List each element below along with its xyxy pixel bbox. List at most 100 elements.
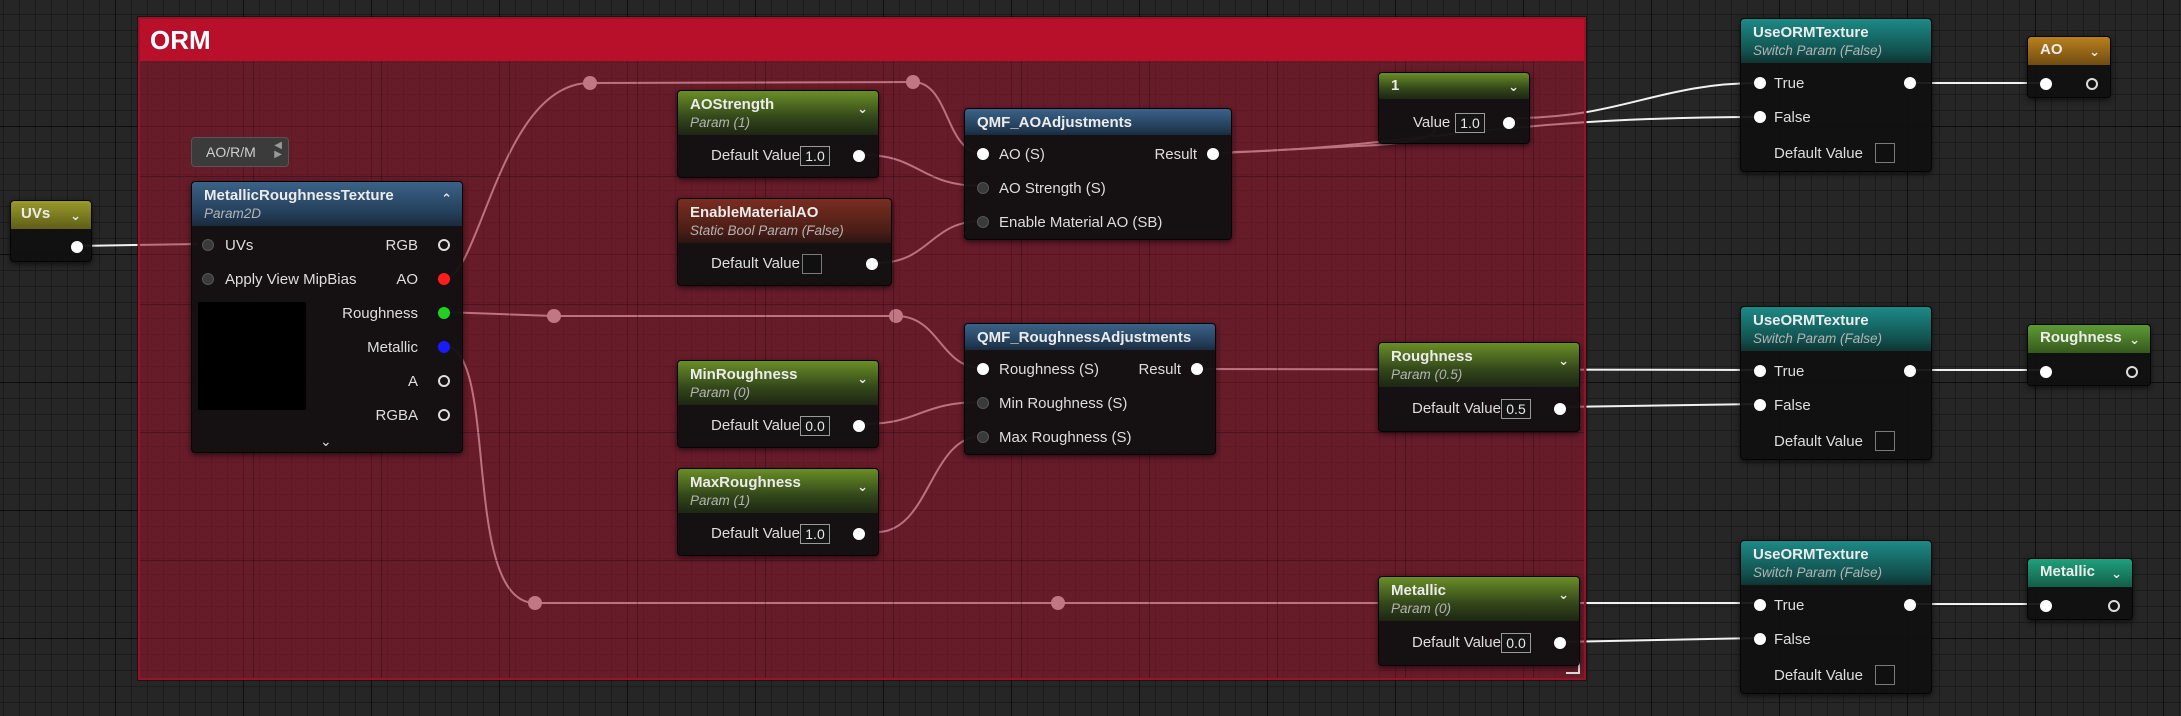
rough-adjust-input-pin[interactable]	[977, 397, 989, 409]
enable-ao-output-pin[interactable]	[866, 258, 878, 270]
uvs-node-header[interactable]: UVs ⌄	[11, 201, 91, 229]
roughness-output-reroute-node[interactable]: Roughness ⌄	[2027, 324, 2151, 386]
switch-default-checkbox[interactable]	[1875, 431, 1895, 451]
constant-one-header[interactable]: 1 ⌄	[1379, 73, 1529, 99]
metallic-param-node[interactable]: Metallic Param (0) ⌄ Default Value 0.0	[1378, 576, 1580, 666]
max-roughness-value-box[interactable]: 1.0	[800, 524, 830, 544]
ao-output-input-pin[interactable]	[2040, 78, 2052, 90]
use-orm-texture-switch-roughness[interactable]: UseORMTexture Switch Param (False) True …	[1740, 306, 1932, 460]
switch-false-input-pin[interactable]	[1754, 633, 1766, 645]
min-roughness-node[interactable]: MinRoughness Param (0) ⌄ Default Value 0…	[677, 360, 879, 448]
ao-output-output-pin[interactable]	[2086, 78, 2098, 90]
mipbias-input-pin[interactable]	[202, 273, 214, 285]
roughness-output-input-pin[interactable]	[2040, 366, 2052, 378]
comment-title[interactable]: ORM	[140, 19, 1584, 61]
rgba-output-pin[interactable]	[438, 409, 450, 421]
ao-output-pin[interactable]	[438, 273, 450, 285]
max-roughness-node[interactable]: MaxRoughness Param (1) ⌄ Default Value 1…	[677, 468, 879, 556]
qmf-roughness-adjustments-node[interactable]: QMF_RoughnessAdjustments Roughness (S) M…	[964, 323, 1216, 455]
max-roughness-output-pin[interactable]	[853, 528, 865, 540]
chevron-down-icon[interactable]: ⌄	[2129, 332, 2140, 347]
texture-node-header[interactable]: MetallicRoughnessTexture Param2D ⌃	[192, 182, 462, 226]
min-roughness-value-box[interactable]: 0.0	[800, 416, 830, 436]
ao-adjust-header[interactable]: QMF_AOAdjustments	[965, 109, 1231, 135]
metallic-roughness-texture-node[interactable]: MetallicRoughnessTexture Param2D ⌃ UVs A…	[191, 181, 463, 453]
switch-output-pin[interactable]	[1904, 365, 1916, 377]
chevron-down-icon[interactable]: ⌄	[2089, 44, 2100, 59]
switch-true-input-pin[interactable]	[1754, 365, 1766, 377]
uvs-output-pin[interactable]	[71, 241, 83, 253]
metallic-output-pin[interactable]	[438, 341, 450, 353]
switch-false-input-pin[interactable]	[1754, 111, 1766, 123]
chevron-down-icon[interactable]: ⌄	[857, 479, 868, 494]
chevron-down-icon[interactable]: ⌄	[1558, 353, 1569, 368]
metallic-output-reroute-node[interactable]: Metallic ⌄	[2027, 558, 2133, 620]
metallic-param-value-box[interactable]: 0.0	[1501, 633, 1531, 653]
rough-adjust-input-pin[interactable]	[977, 363, 989, 375]
switch-header[interactable]: UseORMTexture Switch Param (False)	[1741, 541, 1931, 585]
switch-false-input-pin[interactable]	[1754, 399, 1766, 411]
switch-output-pin[interactable]	[1904, 77, 1916, 89]
enable-ao-header[interactable]: EnableMaterialAO Static Bool Param (Fals…	[678, 199, 891, 243]
resize-handle[interactable]	[1566, 660, 1580, 674]
roughness-output-pin[interactable]	[438, 307, 450, 319]
ao-strength-output-pin[interactable]	[853, 150, 865, 162]
switch-true-input-pin[interactable]	[1754, 599, 1766, 611]
metallic-output-header[interactable]: Metallic ⌄	[2028, 559, 2132, 587]
max-roughness-value[interactable]: 1.0	[800, 524, 830, 544]
max-roughness-header[interactable]: MaxRoughness Param (1) ⌄	[678, 469, 878, 513]
chevron-down-icon[interactable]: ⌄	[857, 371, 868, 386]
metallic-output-input-pin[interactable]	[2040, 600, 2052, 612]
chevron-down-icon[interactable]: ⌄	[320, 433, 332, 449]
rgb-output-pin[interactable]	[438, 239, 450, 251]
switch-default-checkbox[interactable]	[1875, 143, 1895, 163]
switch-true-input-pin[interactable]	[1754, 77, 1766, 89]
roughness-output-output-pin[interactable]	[2126, 366, 2138, 378]
roughness-output-header[interactable]: Roughness ⌄	[2028, 325, 2150, 353]
min-roughness-output-pin[interactable]	[853, 420, 865, 432]
constant-one-value-box[interactable]: 1.0	[1455, 113, 1485, 133]
roughness-param-value[interactable]: 0.5	[1501, 399, 1531, 419]
metallic-param-header[interactable]: Metallic Param (0) ⌄	[1379, 577, 1579, 621]
ao-adjust-input-pin[interactable]	[977, 182, 989, 194]
ao-adjust-output-pin[interactable]	[1207, 148, 1219, 160]
constant-one-output-pin[interactable]	[1503, 117, 1515, 129]
roughness-param-output-pin[interactable]	[1554, 403, 1566, 415]
min-roughness-header[interactable]: MinRoughness Param (0) ⌄	[678, 361, 878, 405]
metallic-param-value[interactable]: 0.0	[1501, 633, 1531, 653]
tag-arrows-icon[interactable]: ◀▶	[274, 140, 282, 160]
enable-ao-checkbox[interactable]	[802, 254, 822, 274]
chevron-down-icon[interactable]: ⌄	[1508, 79, 1519, 94]
ao-strength-node[interactable]: AOStrength Param (1) ⌄ Default Value 1.0	[677, 90, 879, 178]
switch-header[interactable]: UseORMTexture Switch Param (False)	[1741, 307, 1931, 351]
constant-one-node[interactable]: 1 ⌄ Value 1.0	[1378, 72, 1530, 144]
metallic-output-output-pin[interactable]	[2108, 600, 2120, 612]
chevron-down-icon[interactable]: ⌄	[1558, 587, 1569, 602]
switch-output-pin[interactable]	[1904, 599, 1916, 611]
a-output-pin[interactable]	[438, 375, 450, 387]
use-orm-texture-switch-ao[interactable]: UseORMTexture Switch Param (False) True …	[1740, 18, 1932, 172]
use-orm-texture-switch-metallic[interactable]: UseORMTexture Switch Param (False) True …	[1740, 540, 1932, 694]
constant-one-value[interactable]: 1.0	[1455, 113, 1485, 133]
ao-strength-value[interactable]: 1.0	[800, 146, 830, 166]
min-roughness-value[interactable]: 0.0	[800, 416, 830, 436]
ao-output-reroute-node[interactable]: AO ⌄	[2027, 36, 2111, 98]
switch-header[interactable]: UseORMTexture Switch Param (False)	[1741, 19, 1931, 63]
rough-adjust-output-pin[interactable]	[1191, 363, 1203, 375]
chevron-down-icon[interactable]: ⌄	[2111, 566, 2122, 581]
metallic-param-output-pin[interactable]	[1554, 637, 1566, 649]
uvs-node[interactable]: UVs ⌄	[10, 200, 92, 262]
chevron-down-icon[interactable]: ⌄	[70, 208, 81, 223]
rough-adjust-input-pin[interactable]	[977, 431, 989, 443]
ao-strength-value-box[interactable]: 1.0	[800, 146, 830, 166]
roughness-param-header[interactable]: Roughness Param (0.5) ⌄	[1379, 343, 1579, 387]
switch-default-checkbox[interactable]	[1875, 665, 1895, 685]
orm-tag[interactable]: AO/R/M ◀▶	[191, 137, 289, 167]
uvs-input-pin[interactable]	[202, 239, 214, 251]
enable-material-ao-node[interactable]: EnableMaterialAO Static Bool Param (Fals…	[677, 198, 892, 286]
ao-adjust-input-pin[interactable]	[977, 148, 989, 160]
chevron-up-icon[interactable]: ⌃	[441, 191, 452, 206]
ao-strength-header[interactable]: AOStrength Param (1) ⌄	[678, 91, 878, 135]
chevron-down-icon[interactable]: ⌄	[857, 101, 868, 116]
rough-adjust-header[interactable]: QMF_RoughnessAdjustments	[965, 324, 1215, 350]
